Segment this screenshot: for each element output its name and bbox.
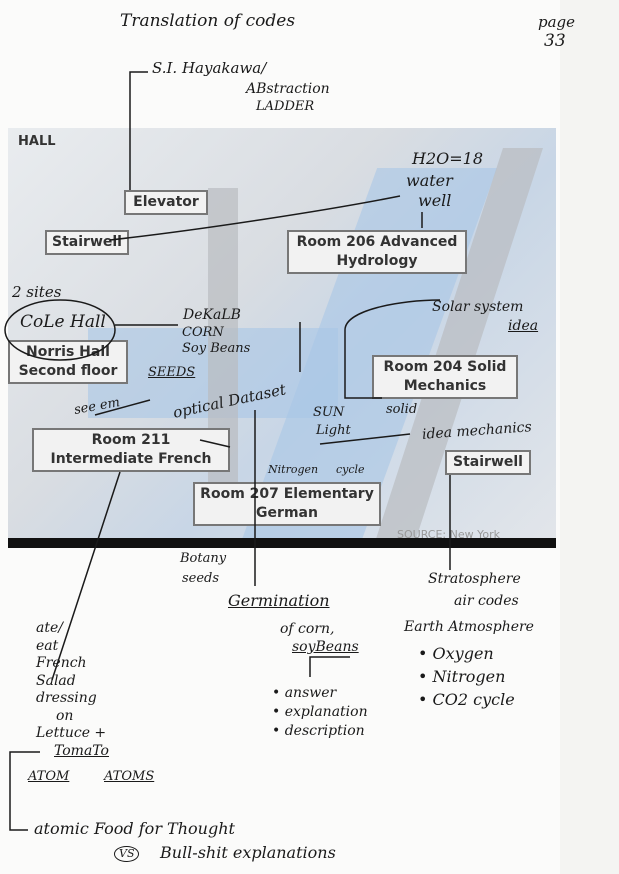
arrow-line <box>9 751 40 831</box>
note-h2o: H2O=18 <box>412 149 484 168</box>
note-bull-explanation: Bull-shit explanations <box>160 843 336 862</box>
elevator-label: Elevator <box>124 190 208 215</box>
note-line: TomaTo <box>54 742 109 759</box>
page-number: 33 <box>544 31 566 51</box>
hall-label: HALL <box>18 134 56 149</box>
note-abstraction: ABstraction <box>246 81 330 97</box>
source-label: SOURCE: New York <box>397 528 500 541</box>
bullet-item: • explanation <box>272 703 368 720</box>
notes-left: ate/ eat French Salad dressing on Lettuc… <box>36 620 109 760</box>
bullet-item: • Nitrogen <box>418 667 506 687</box>
note-air-codes: air codes <box>454 593 519 609</box>
page-title: Translation of codes <box>120 11 296 31</box>
circle-cole-hall <box>4 299 116 361</box>
note-nitrogen: Nitrogen <box>268 463 319 476</box>
room-204-label: Room 204 Solid Mechanics <box>372 355 518 399</box>
notes-right-bullets: • Oxygen • Nitrogen • CO2 cycle <box>418 642 515 712</box>
note-line: French <box>36 655 87 671</box>
note-line: eat <box>36 637 59 654</box>
note-mid-soybeans: soyBeans <box>292 639 359 655</box>
note-atom: ATOM <box>28 769 70 784</box>
note-line: Salad <box>36 672 76 689</box>
note-light: Light <box>316 423 351 438</box>
arrow-line <box>51 471 121 681</box>
note-corn: CORN <box>182 325 224 340</box>
bullet-item: • answer <box>272 685 337 701</box>
note-hayakawa: S.I. Hayakawa/ <box>152 59 267 77</box>
arrow-line <box>129 71 148 190</box>
room-206-label: Room 206 Advanced Hydrology <box>287 230 467 274</box>
note-ladder: LADDER <box>256 99 315 114</box>
note-idea: idea <box>508 318 539 334</box>
room-211-label: Room 211 Intermediate French <box>32 428 230 472</box>
note-line: ate/ <box>36 620 63 636</box>
note-atomic-food: atomic Food for Thought <box>34 819 235 838</box>
note-earth-atmosphere: Earth Atmosphere <box>404 619 534 635</box>
note-vs: VS <box>114 846 140 863</box>
norris-hall-label: Norris Hall Second floor <box>8 340 128 384</box>
bullet-item: • description <box>272 722 365 739</box>
note-botany: Botany <box>180 551 227 566</box>
note-water: water <box>406 171 453 190</box>
note-atoms: ATOMS <box>104 769 155 784</box>
note-line: on <box>56 707 74 724</box>
note-germination: Germination <box>228 591 330 610</box>
note-line: Lettuce + <box>36 725 107 741</box>
image-bottom-bar <box>8 538 556 548</box>
note-cole-hall: CoLe Hall <box>20 312 106 332</box>
note-stratosphere: Stratosphere <box>428 571 521 587</box>
bullet-item: • Oxygen <box>418 644 494 663</box>
note-2-sites: 2 sites <box>12 283 62 301</box>
bullet-item: • CO2 cycle <box>418 690 515 710</box>
note-dekalb: DeKaLB <box>183 307 241 323</box>
note-solid: solid <box>386 402 418 417</box>
arrow-line <box>109 195 401 241</box>
floor-plan-image <box>8 128 556 548</box>
note-sun: SUN <box>313 405 345 420</box>
stairwell-left-label: Stairwell <box>45 230 129 255</box>
note-cycle: cycle <box>336 463 365 476</box>
notes-mid-bullets: • answer • explanation • description <box>272 684 368 741</box>
note-botany-seeds: seeds <box>182 571 220 586</box>
note-seeds: SEEDS <box>148 365 196 380</box>
stairwell-right-label: Stairwell <box>445 450 531 475</box>
page-label: page <box>538 13 576 31</box>
arrow-line <box>319 433 411 445</box>
arrow-line <box>309 656 350 677</box>
arrow-line <box>94 399 151 416</box>
note-soybeans: Soy Beans <box>182 341 251 356</box>
note-solar-system: Solar system <box>432 299 524 315</box>
arrow-line <box>344 299 441 399</box>
note-well: well <box>418 191 452 210</box>
note-line: dressing <box>36 690 97 706</box>
note-of-corn: of corn, <box>280 621 335 637</box>
arrow-line <box>199 439 231 448</box>
room-207-label: Room 207 Elementary German <box>193 482 381 526</box>
